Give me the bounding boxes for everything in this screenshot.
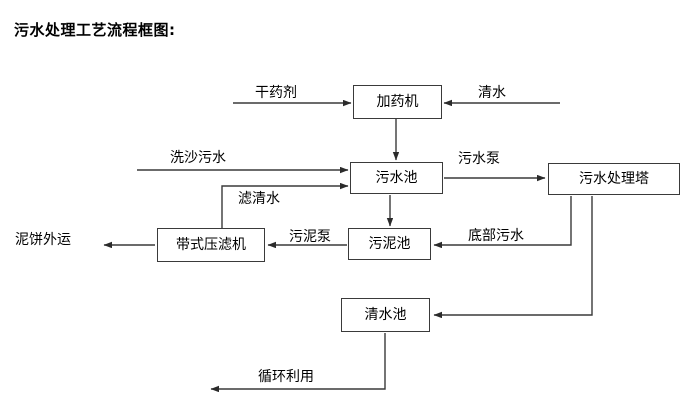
edge-label-bottom-sewage: 底部污水 (468, 228, 524, 244)
io-label-mud-cake-transport: 泥饼外运 (15, 232, 71, 248)
connector-filtrate-to-sewage-pool (221, 182, 349, 228)
node-label: 污水处理塔 (579, 171, 649, 187)
page-title: 污水处理工艺流程框图: (14, 21, 176, 39)
node-label: 加药机 (376, 94, 419, 110)
node-sludge-pool[interactable]: 污泥池 (348, 228, 431, 260)
node-treatment-tower[interactable]: 污水处理塔 (548, 163, 680, 195)
node-label: 带式压滤机 (176, 237, 246, 253)
node-label: 清水池 (364, 307, 407, 323)
edge-label-recycle-use: 循环利用 (258, 369, 314, 385)
node-dosing-machine[interactable]: 加药机 (353, 85, 442, 119)
edge-label-dry-reagent: 干药剂 (255, 85, 297, 101)
connector-tower-bottom-to-sludge-pool (433, 196, 572, 249)
connector-clearwater-to-recycle (210, 333, 386, 393)
node-clearwater-pool[interactable]: 清水池 (341, 298, 430, 332)
edge-label-clean-water: 清水 (478, 85, 506, 101)
connector-tower-to-clearwater-pool (433, 196, 593, 319)
node-belt-filter-press[interactable]: 带式压滤机 (157, 228, 265, 262)
node-label: 污泥池 (368, 236, 411, 252)
edge-label-filtered-water: 滤清水 (238, 191, 280, 207)
node-sewage-pool[interactable]: 污水池 (350, 162, 443, 194)
edge-label-sewage-pump: 污水泵 (458, 151, 500, 167)
node-label: 污水池 (375, 170, 418, 186)
edge-label-sand-washing-sewage: 洗沙污水 (170, 150, 226, 166)
edge-label-sludge-pump: 污泥泵 (289, 229, 331, 245)
